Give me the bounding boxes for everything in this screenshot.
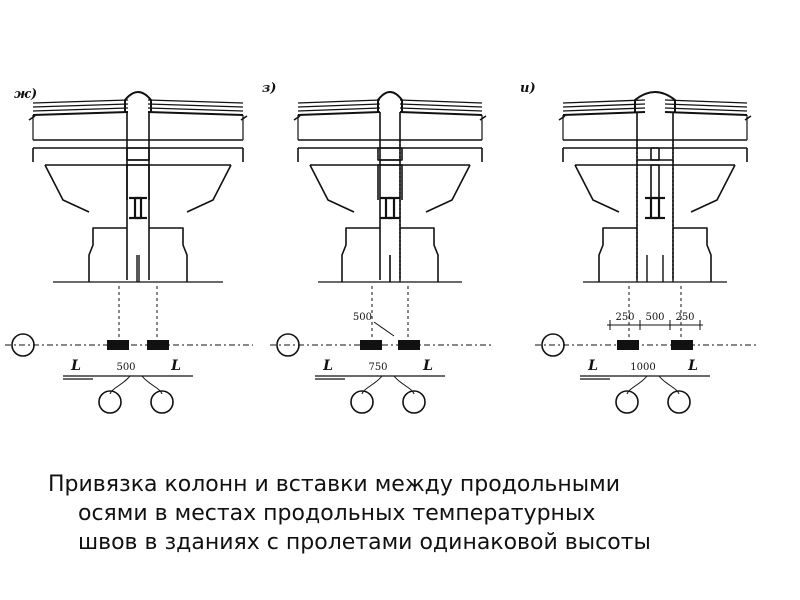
column-console: [88, 227, 127, 282]
roof-layer: [32, 111, 244, 116]
axis-marker-bottom-right-icon: [667, 390, 691, 414]
axis-letter-left: L: [587, 358, 598, 374]
figure-caption: Привязка колонн и вставки между продольн…: [48, 470, 788, 557]
column-console: [341, 227, 380, 282]
column-plan-left: [617, 340, 639, 350]
insert-dimension: 500: [116, 362, 135, 373]
leader-left: [109, 375, 131, 395]
roof-layer: [297, 103, 483, 108]
roof-layer: [32, 107, 244, 112]
crane-rail-icon: [653, 196, 665, 220]
dim-leader: [373, 321, 395, 337]
slab-rib: [563, 147, 660, 161]
axis-letter-right: L: [170, 358, 181, 374]
column-console: [673, 227, 712, 282]
caption-line-1: Привязка колонн и вставки между продольн…: [48, 472, 621, 497]
leader-left: [626, 375, 648, 395]
axis-marker-bottom-left-icon: [615, 390, 639, 414]
column-plan-left: [360, 340, 382, 350]
column-plan-right: [398, 340, 420, 350]
beam-outline: [650, 164, 736, 213]
crane-rail-icon: [135, 196, 147, 220]
roof-layer: [297, 107, 483, 112]
axis-letter-left: L: [322, 358, 333, 374]
crane-rail-icon: [129, 196, 141, 220]
column-plan-left: [107, 340, 129, 350]
column-console: [149, 227, 188, 282]
crane-rail-icon: [380, 196, 392, 220]
panel-label: и): [520, 81, 536, 96]
dim-top: 500: [353, 312, 372, 323]
break-mark: [558, 115, 752, 121]
column-plan-right: [671, 340, 693, 350]
leader-left: [361, 375, 383, 395]
roof-layer: [562, 107, 748, 112]
slab-rib: [377, 147, 482, 161]
axis-marker-bottom-right-icon: [150, 390, 174, 414]
dim-top: 250: [675, 312, 694, 323]
roof-layer: [562, 111, 748, 116]
column-console: [400, 227, 439, 282]
roof-layer: [32, 99, 244, 104]
beam-outline: [309, 164, 403, 213]
slab-rib: [298, 147, 403, 161]
caption-line-3: швов в зданиях с пролетами одинаковой вы…: [78, 530, 651, 555]
roof-layer: [32, 103, 244, 108]
roof-layer: [297, 111, 483, 116]
expansion-joint-cap: [124, 91, 152, 112]
roof-layer: [297, 99, 483, 104]
dim-top: 250: [615, 312, 634, 323]
expansion-joint-cap: [377, 91, 403, 112]
break-mark: [28, 115, 248, 121]
crane-rail-icon: [388, 196, 400, 220]
expansion-joint-cap: [634, 91, 676, 112]
axis-marker-bottom-left-icon: [350, 390, 374, 414]
panel-label: з): [262, 81, 276, 96]
crane-rail-icon: [645, 196, 657, 220]
dim-top: 500: [645, 312, 664, 323]
insert-dimension: 750: [368, 362, 387, 373]
beam-outline: [126, 164, 232, 213]
beam-outline: [377, 164, 471, 213]
column-plan-right: [147, 340, 169, 350]
axis-letter-right: L: [422, 358, 433, 374]
axis-marker-bottom-left-icon: [98, 390, 122, 414]
axis-letter-right: L: [687, 358, 698, 374]
insert-dimension: 1000: [630, 362, 655, 373]
panel-zh: ж) L L 500: [5, 87, 253, 414]
break-mark: [293, 115, 487, 121]
axis-letter-left: L: [70, 358, 81, 374]
beam-outline: [44, 164, 150, 213]
roof-layer: [562, 103, 748, 108]
roof-layer: [562, 99, 748, 104]
axis-marker-bottom-right-icon: [402, 390, 426, 414]
leader-right: [393, 375, 415, 395]
panel-label: ж): [14, 87, 37, 102]
leader-right: [658, 375, 680, 395]
slab-rib: [126, 147, 243, 161]
column-console: [598, 227, 637, 282]
caption-line-2: осями в местах продольных температурных: [78, 501, 596, 526]
slab-rib: [33, 147, 150, 161]
beam-outline: [574, 164, 660, 213]
slab-rib: [650, 147, 747, 161]
leader-right: [141, 375, 163, 395]
